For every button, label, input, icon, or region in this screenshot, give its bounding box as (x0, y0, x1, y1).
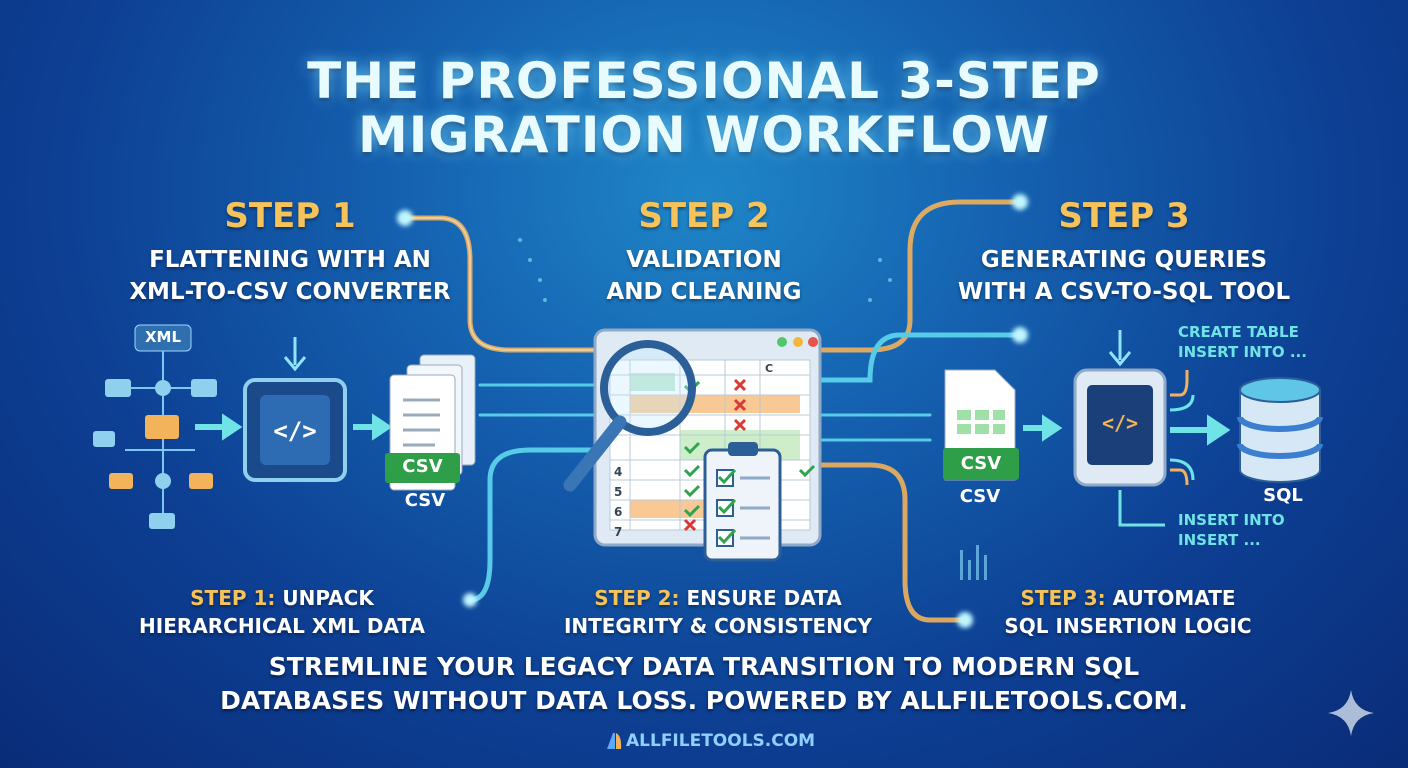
row-num: 4 (614, 465, 623, 479)
step3-caption-l1: AUTOMATE (1112, 586, 1236, 610)
sql-top-l2: INSERT INTO ... (1178, 343, 1307, 361)
sparkle-icon (1328, 690, 1374, 736)
svg-text:</>: </> (273, 417, 316, 445)
step1-subtitle: FLATTENING WITH AN XML-TO-CSV CONVERTER (80, 244, 500, 308)
step1-graphic: XML CSV CSV (85, 315, 485, 545)
step3-heading: STEP 3 (1058, 196, 1190, 236)
title-line-2: MIGRATION WORKFLOW (358, 106, 1050, 164)
step2-caption-prefix: STEP 2: (594, 586, 680, 610)
step1-subtitle-l2: XML-TO-CSV CONVERTER (129, 279, 451, 305)
step1-caption-prefix: STEP 1: (190, 586, 276, 610)
step3-caption-prefix: STEP 3: (1020, 586, 1106, 610)
spreadsheet-validation-icon (563, 328, 822, 562)
step3-subtitle: GENERATING QUERIES WITH A CSV-TO-SQL TOOL (914, 244, 1334, 308)
footer-line-2: DATABASES WITHOUT DATA LOSS. POWERED BY … (220, 686, 1188, 715)
csv-badge-2: CSV (960, 453, 1002, 474)
step3-caption-l2: SQL INSERTION LOGIC (1004, 614, 1252, 638)
step2-subtitle-l1: VALIDATION (626, 247, 782, 273)
csv-badge-1: CSV (402, 456, 443, 477)
sql-bot-l2: INSERT ... (1178, 531, 1261, 549)
step3-subtitle-l1: GENERATING QUERIES (980, 247, 1268, 273)
csv-to-sql-icon: </> (943, 330, 1323, 527)
step1-caption-l2: HIERARCHICAL XML DATA (139, 614, 425, 638)
step2-subtitle-l2: AND CLEANING (606, 279, 802, 305)
step1-heading: STEP 1 (224, 196, 356, 236)
footer-line-1: STREMLINE YOUR LEGACY DATA TRANSITION TO… (268, 652, 1140, 681)
sheet-column-c: C (765, 362, 774, 375)
step3-subtitle-l2: WITH A CSV-TO-SQL TOOL (957, 279, 1291, 305)
step3-caption: STEP 3: AUTOMATE SQL INSERTION LOGIC (948, 584, 1308, 640)
step2-graphic: C 4 5 6 7 (550, 320, 840, 580)
brand-name: ALLFILETOOLS.COM (626, 731, 816, 751)
step2-subtitle: VALIDATION AND CLEANING (494, 244, 914, 308)
title-line-1: THE PROFESSIONAL 3-STEP (307, 52, 1101, 110)
sql-bot-l1: INSERT INTO (1178, 511, 1285, 529)
xml-tree-icon: </> (93, 324, 476, 529)
sql-output-bottom: INSERT INTO INSERT ... (1178, 510, 1285, 550)
sql-output-top: CREATE TABLE INSERT INTO ... (1178, 322, 1307, 362)
step1-subtitle-l1: FLATTENING WITH AN (149, 247, 431, 273)
xml-badge: XML (144, 328, 182, 346)
step1-caption-l1: UNPACK (282, 586, 374, 610)
row-num: 7 (614, 525, 623, 539)
sql-label: SQL (1263, 485, 1303, 506)
csv-label-2: CSV (959, 486, 1001, 507)
row-num: 6 (614, 505, 623, 519)
step1-caption: STEP 1: UNPACK HIERARCHICAL XML DATA (102, 584, 462, 640)
brand-logo: ALLFILETOOLS.COM (606, 731, 815, 751)
step2-heading: STEP 2 (638, 196, 770, 236)
step2-caption: STEP 2: ENSURE DATA INTEGRITY & CONSISTEN… (538, 584, 898, 640)
sheet-row-numbers: 4 5 6 7 (614, 462, 622, 542)
step2-caption-l1: ENSURE DATA (686, 586, 842, 610)
brand-logo-icon (607, 733, 622, 749)
step2-caption-l2: INTEGRITY & CONSISTENCY (563, 614, 873, 638)
csv-label-1: CSV (404, 490, 446, 511)
svg-text:</>: </> (1102, 411, 1138, 435)
row-num: 5 (614, 485, 623, 499)
sql-top-l1: CREATE TABLE (1178, 323, 1299, 341)
